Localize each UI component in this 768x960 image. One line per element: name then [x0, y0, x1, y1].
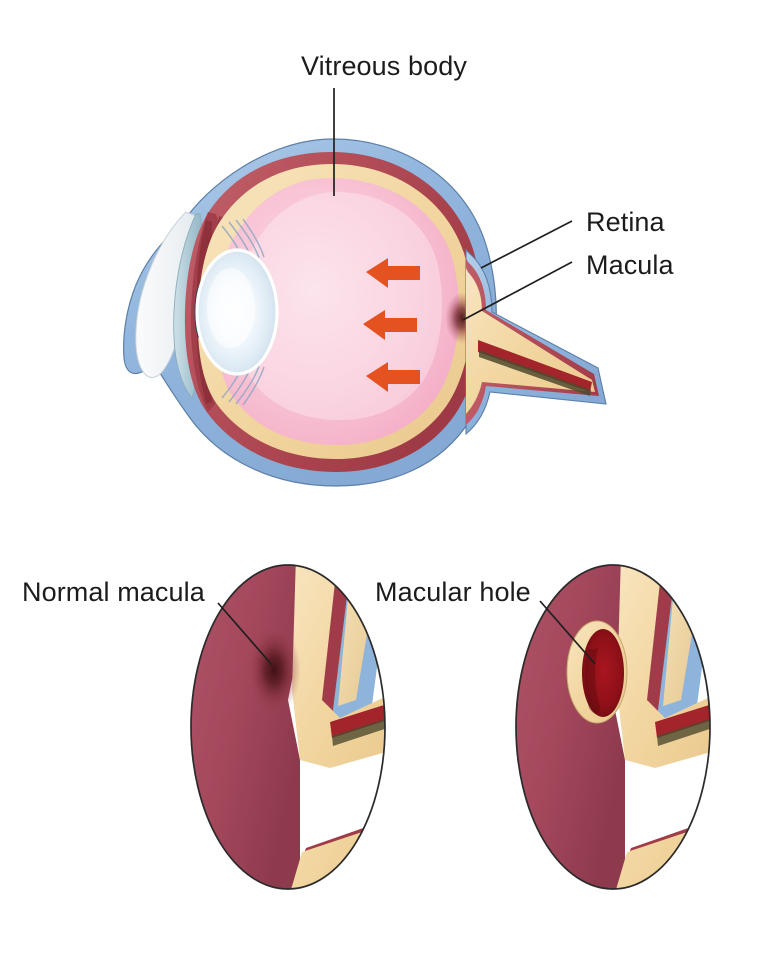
inset-right-outline: [515, 564, 711, 890]
leader-macula: [462, 261, 573, 321]
traction-arrow-1: [366, 258, 420, 288]
vitreous-shading: [238, 192, 442, 420]
inset-right-artery: [655, 700, 710, 738]
label-retina: Retina: [586, 207, 666, 237]
main-eye-panel: Vitreous body Retina Macula: [123, 51, 675, 487]
leader-macular-hole: [539, 600, 596, 665]
central-retinal-vein: [479, 350, 591, 396]
macular-hole-interior: [582, 629, 624, 717]
leader-normal-macula: [217, 602, 273, 666]
inset-right-vein: [657, 714, 710, 746]
traction-arrow-3: [366, 362, 420, 392]
inset-left-outline: [190, 564, 386, 890]
leader-retina: [480, 220, 573, 269]
macular-hole-inset: Macular hole: [375, 564, 711, 890]
macular-hole-inner-shadow: [585, 648, 600, 714]
central-retinal-artery: [478, 340, 592, 392]
lens-inner-highlight: [207, 268, 255, 348]
optic-nerve: [465, 248, 607, 436]
label-macula: Macula: [586, 250, 675, 280]
label-macular-hole: Macular hole: [375, 577, 531, 607]
inset-left-artery: [330, 700, 385, 738]
traction-arrow-2: [363, 310, 417, 340]
normal-macula-inset: Normal macula: [22, 564, 386, 890]
inset-left-macula-spot: [247, 625, 301, 715]
inset-left-vein: [332, 714, 385, 746]
traction-arrows: [363, 258, 420, 392]
label-vitreous-body: Vitreous body: [301, 51, 467, 81]
label-normal-macula: Normal macula: [22, 577, 206, 607]
